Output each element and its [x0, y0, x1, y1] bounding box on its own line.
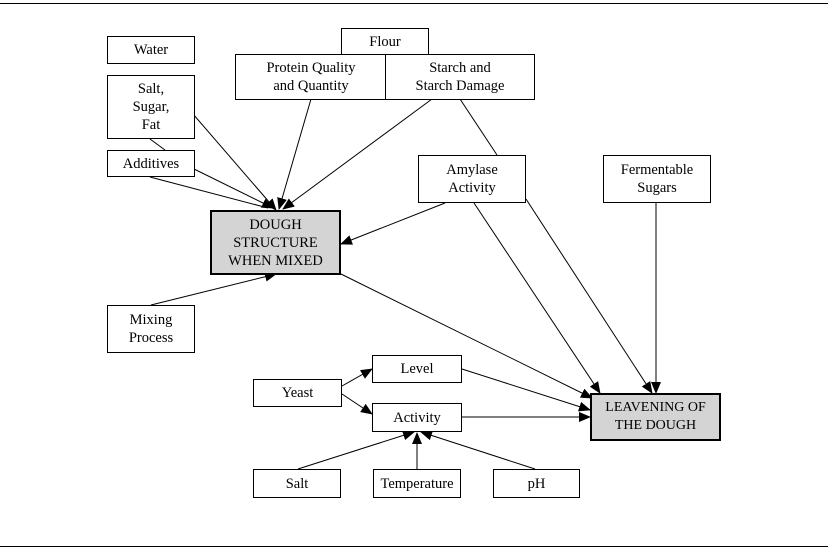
node-leavening: LEAVENING OF THE DOUGH	[590, 393, 721, 441]
node-activity: Activity	[372, 403, 462, 432]
edge-salt-sugar-fat-to-dough	[193, 114, 276, 210]
edge-salt-sugar-fat-to-additives	[150, 139, 165, 150]
node-yeast: Yeast	[253, 379, 342, 407]
edge-salt-to-activity	[298, 432, 414, 469]
edge-additives-to-dough	[192, 168, 273, 208]
node-level: Level	[372, 355, 462, 383]
edge-ph-to-activity	[421, 432, 535, 469]
node-salt-sugar-fat: Salt, Sugar, Fat	[107, 75, 195, 139]
edge-starch-to-amylase	[460, 99, 497, 155]
node-water: Water	[107, 36, 195, 64]
edge-level-to-leavening	[462, 369, 590, 410]
edge-amylase-to-leavening-2	[526, 199, 652, 393]
node-amylase-activity: Amylase Activity	[418, 155, 526, 203]
edge-yeast-to-activity	[342, 394, 372, 414]
node-additives: Additives	[107, 150, 195, 177]
edge-starch-to-dough	[283, 99, 432, 209]
edge-amylase-to-leavening-1	[474, 203, 600, 393]
edge-mixing-to-dough	[151, 274, 276, 305]
node-protein-quality: Protein Quality and Quantity	[235, 54, 387, 100]
node-ph: pH	[493, 469, 580, 498]
edge-protein-to-dough	[279, 99, 311, 209]
node-mixing-process: Mixing Process	[107, 305, 195, 353]
node-flour: Flour	[341, 28, 429, 56]
node-salt: Salt	[253, 469, 341, 498]
node-fermentable-sugars: Fermentable Sugars	[603, 155, 711, 203]
edge-amylase-to-dough	[341, 203, 445, 244]
edge-additives-to-dough-2	[150, 177, 268, 208]
node-starch-damage: Starch and Starch Damage	[385, 54, 535, 100]
node-dough-structure: DOUGH STRUCTURE WHEN MIXED	[210, 210, 341, 275]
node-temperature: Temperature	[373, 469, 461, 498]
edge-yeast-to-level	[342, 369, 372, 386]
